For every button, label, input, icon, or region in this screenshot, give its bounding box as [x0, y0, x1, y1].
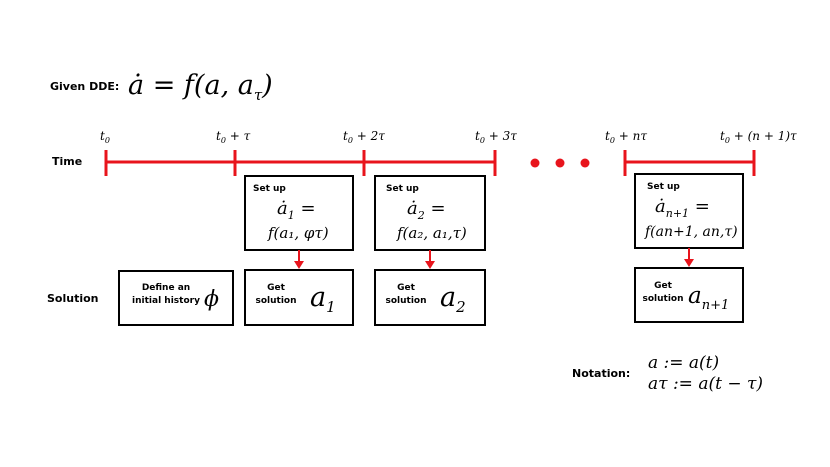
setup-box-frame [634, 173, 744, 249]
solution-box-line1: Get [654, 281, 672, 291]
timeline-segment-main [104, 150, 497, 176]
tick-label-t0: t0 [100, 129, 110, 145]
solution-label: Solution [47, 292, 99, 305]
solution-box-line2: solution [642, 294, 683, 304]
notation-label: Notation: [572, 367, 630, 380]
setup-box-title: Set up [253, 184, 286, 194]
tick-label-t0-tau: t0 + τ [216, 129, 251, 145]
solution-box-line1: Get [267, 283, 285, 293]
ellipsis-dot [580, 158, 590, 168]
setup-box-line2: f(a₁, φτ) [267, 224, 329, 242]
setup-box-line2: f(an+1, an,τ) [644, 224, 738, 240]
history-box-line1: Define an [142, 283, 190, 293]
solution-box-n1: Get solution an+1 [634, 267, 744, 323]
notation-line1: a := a(t) [648, 353, 719, 373]
tick-label-t0-n1tau: t0 + (n + 1)τ [720, 129, 797, 145]
setup-box-line1: ȧn+1 = [655, 196, 710, 220]
arrow-head [294, 261, 304, 269]
tick-label-t0-2tau: t0 + 2τ [343, 129, 385, 145]
tick-label-t0-ntau: t0 + nτ [605, 129, 647, 145]
ellipsis-dot [555, 158, 565, 168]
given-dde-label: Given DDE: [50, 80, 119, 93]
solution-box-line2: solution [385, 296, 426, 306]
solution-box-frame [634, 267, 744, 323]
arrow-setupn1-to-solutionn1 [684, 248, 694, 267]
solution-box-frame [374, 269, 486, 326]
history-phi-symbol: ϕ [204, 287, 219, 312]
solution-box-2: Get solution a2 [374, 269, 486, 326]
setup-box-line1: ȧ1 = [277, 198, 316, 222]
solution-box-frame [244, 269, 354, 326]
given-dde-equation: ȧ = f(a, aτ) [128, 70, 273, 104]
timeline-segment-tail [623, 150, 756, 176]
setup-box-title: Set up [647, 182, 680, 192]
time-label: Time [52, 155, 82, 168]
notation-block: Notation: a := a(t) aτ := a(t − τ) [572, 353, 763, 394]
solution-box-1: Get solution a1 [244, 269, 354, 326]
history-box: Define an initial history ϕ [118, 270, 234, 326]
ellipsis-dot [530, 158, 540, 168]
solution-symbol-a2: a2 [440, 282, 466, 316]
setup-box-line2: f(a₂, a₁,τ) [396, 224, 467, 242]
arrow-head [425, 261, 435, 269]
tick-label-t0-3tau: t0 + 3τ [475, 129, 517, 145]
setup-box-line1: ȧ2 = [407, 198, 446, 222]
history-box-line2: initial history [132, 296, 200, 306]
arrow-head [684, 259, 694, 267]
ellipsis-dots [530, 158, 590, 168]
setup-box-title: Set up [386, 184, 419, 194]
arrow-setup2-to-solution2 [425, 250, 435, 269]
setup-box-1: Set up ȧ1 = f(a₁, φτ) [244, 175, 354, 251]
setup-box-n1: Set up ȧn+1 = f(an+1, an,τ) [634, 173, 744, 249]
setup-box-frame [244, 175, 354, 251]
solution-symbol-a1: a1 [310, 282, 336, 316]
solution-box-line2: solution [255, 296, 296, 306]
history-box-frame [118, 270, 234, 326]
arrow-setup1-to-solution1 [294, 250, 304, 269]
solution-symbol-an1: an+1 [688, 283, 729, 313]
solution-box-line1: Get [397, 283, 415, 293]
notation-line2: aτ := a(t − τ) [648, 374, 763, 394]
setup-box-2: Set up ȧ2 = f(a₂, a₁,τ) [374, 175, 486, 251]
